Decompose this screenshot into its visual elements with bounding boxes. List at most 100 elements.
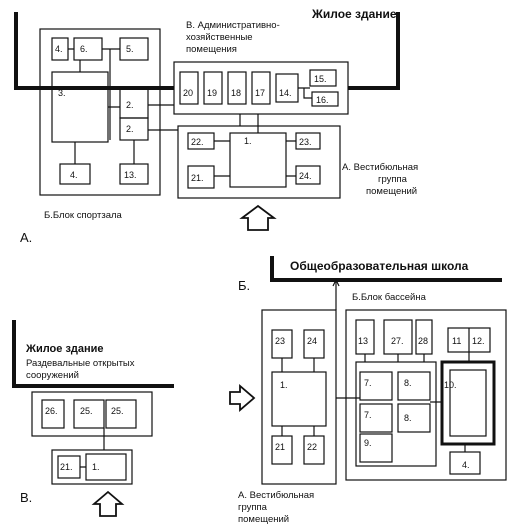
entrance-arrow-v — [91, 490, 125, 517]
room-5-label: 5. — [126, 44, 134, 54]
room-26-box — [41, 399, 65, 429]
room-3-box — [51, 71, 109, 143]
pool-label: Б.Блок бассейна — [352, 292, 427, 303]
group-b-label: Б.Блок спортзала — [44, 210, 123, 221]
room-21-label: 21. — [191, 173, 204, 183]
room-20-box — [179, 71, 199, 105]
room-9-label: 9. — [364, 438, 372, 448]
room-27-label: 27. — [391, 336, 404, 346]
room-21-b-label: 21 — [275, 442, 285, 452]
room-25a-label: 25. — [80, 406, 93, 416]
diagram-a-letter: А. — [20, 230, 32, 245]
room-18-box — [227, 71, 247, 105]
diagram-a-header: Жилое здание — [311, 7, 397, 21]
room-26-label: 26. — [45, 406, 58, 416]
group-a-label-line1: А. Вестибюльная — [342, 162, 418, 173]
group-a-b-label-line2: группа — [238, 502, 268, 513]
pool-group-outline — [345, 309, 507, 481]
entrance-arrow-a — [239, 204, 277, 231]
room-16-box — [311, 91, 339, 107]
room-1-box — [229, 132, 287, 188]
room-19-box — [203, 71, 223, 105]
group-a-b-label-line1: А. Вестибюльная — [238, 490, 314, 501]
room-8b-label: 8. — [404, 413, 412, 423]
room-25b-label: 25. — [111, 406, 124, 416]
room-9-box — [359, 433, 393, 463]
room-13-label: 13. — [124, 170, 137, 180]
pool-link-arrowhead — [332, 279, 340, 287]
group-a-outline — [177, 125, 341, 199]
room-6-box — [73, 37, 103, 61]
vestibule-group-outline — [51, 449, 133, 485]
diagram-v-sublabel-line2: сооружений — [26, 370, 79, 381]
group-v-label-line2: хозяйственные — [186, 32, 253, 43]
diagram-v-sublabel-line1: Раздевальные открытых — [26, 358, 135, 369]
room-1-v-label: 1. — [92, 462, 100, 472]
room-3-label: 3. — [58, 88, 66, 98]
room-8a-label: 8. — [404, 378, 412, 388]
room-7a-label: 7. — [364, 378, 372, 388]
room-4-b-label: 4. — [462, 460, 470, 470]
room-16-label: 16. — [316, 95, 329, 105]
room-13-b-label: 13 — [358, 336, 368, 346]
building-wall-v — [12, 320, 174, 388]
room-15-box — [309, 69, 337, 87]
school-wall — [270, 256, 502, 282]
room-8b-box — [397, 403, 431, 433]
pool-connectors — [336, 352, 470, 452]
diagram-b-header: Общеобразовательная школа — [290, 259, 469, 273]
building-wall-right — [348, 12, 400, 90]
room-15-label: 15. — [314, 74, 327, 84]
diagram-b-letter: Б. — [238, 278, 250, 293]
diagram-v — [12, 320, 174, 517]
diagram-a — [14, 12, 400, 231]
group-a-b-outline — [261, 309, 337, 485]
group-b-outline — [39, 28, 161, 196]
room-21-v-label: 21. — [60, 462, 73, 472]
group-a-label-line2: группа — [378, 174, 408, 185]
room-2a-label: 2. — [126, 100, 134, 110]
room-6-label: 6. — [80, 44, 88, 54]
diagram-v-header: Жилое здание — [25, 343, 104, 355]
room-28-label: 28 — [418, 336, 428, 346]
diagram-v-letter: В. — [20, 490, 32, 505]
changing-group-outline — [31, 391, 153, 437]
room-7b-label: 7. — [364, 410, 372, 420]
room-25a-box — [73, 399, 105, 429]
changing-block-outline — [355, 361, 437, 467]
room-19-label: 19 — [207, 88, 217, 98]
room-21-box — [187, 165, 215, 189]
room-22-b-label: 22 — [307, 442, 317, 452]
room-24-label: 24. — [299, 171, 312, 181]
group-b-connectors — [68, 48, 178, 164]
entrance-arrow-b — [229, 384, 256, 412]
room-17-box — [251, 71, 271, 105]
room-14-label: 14. — [279, 88, 292, 98]
room-18-label: 18 — [231, 88, 241, 98]
room-2b-label: 2. — [126, 124, 134, 134]
room-4a-label: 4. — [55, 44, 63, 54]
room-5-box — [119, 37, 149, 61]
room-11-label: 11 — [452, 336, 461, 346]
group-v-outline — [173, 61, 349, 115]
group-v-connectors — [298, 87, 312, 99]
room-1-b-box — [271, 371, 327, 427]
group-v-label-line3: помещения — [186, 44, 237, 55]
room-1-label: 1. — [244, 136, 252, 146]
room-24-b-label: 24 — [307, 336, 317, 346]
room-8a-box — [397, 371, 431, 401]
room-2a-box — [119, 87, 149, 119]
room-20-label: 20 — [183, 88, 193, 98]
room-7b-box — [359, 403, 393, 433]
room-2b-box — [119, 117, 149, 141]
room-23-label: 23. — [299, 137, 312, 147]
room-1-b-label: 1. — [280, 380, 288, 390]
room-25b-box — [105, 399, 137, 429]
diagram-b — [229, 256, 507, 485]
room-23-b-label: 23 — [275, 336, 285, 346]
pool-10-inner — [449, 369, 487, 437]
group-a-label-line3: помещений — [366, 186, 417, 197]
group-a-b-connectors — [281, 358, 315, 436]
room-12-label: 12. — [472, 336, 485, 346]
